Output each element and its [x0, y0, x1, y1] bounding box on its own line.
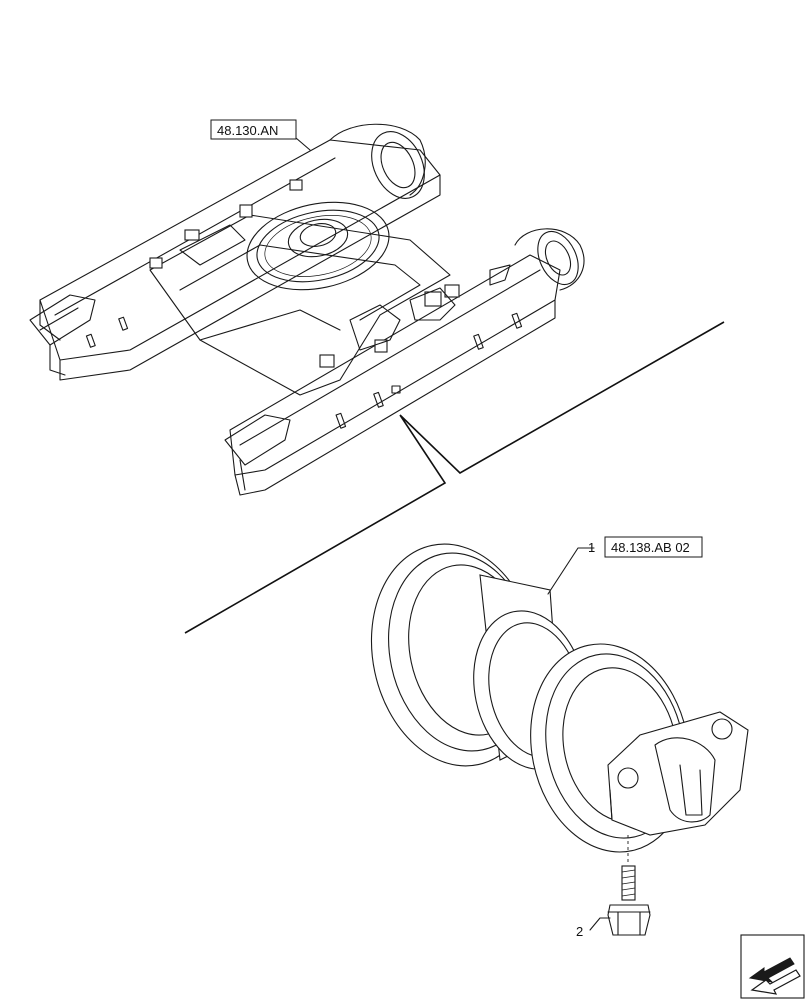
- bolt: [607, 865, 651, 936]
- roller-reference-label: 48.138.AB 02: [611, 540, 690, 555]
- section-line: [184, 321, 725, 634]
- bolt-leader: [589, 917, 611, 931]
- frame-reference-label: 48.130.AN: [217, 123, 278, 138]
- frame-reference-box[interactable]: 48.130.AN: [210, 119, 297, 140]
- track-roller: [370, 543, 749, 853]
- arrow-left-icon[interactable]: [740, 934, 805, 999]
- bolt-item-number: 2: [576, 924, 583, 939]
- undercarriage-frame: [29, 123, 585, 496]
- roller-item-number: 1: [588, 540, 595, 555]
- frame-leader: [295, 137, 311, 151]
- roller-leader: [547, 547, 595, 595]
- roller-reference-box[interactable]: 48.138.AB 02: [604, 536, 703, 558]
